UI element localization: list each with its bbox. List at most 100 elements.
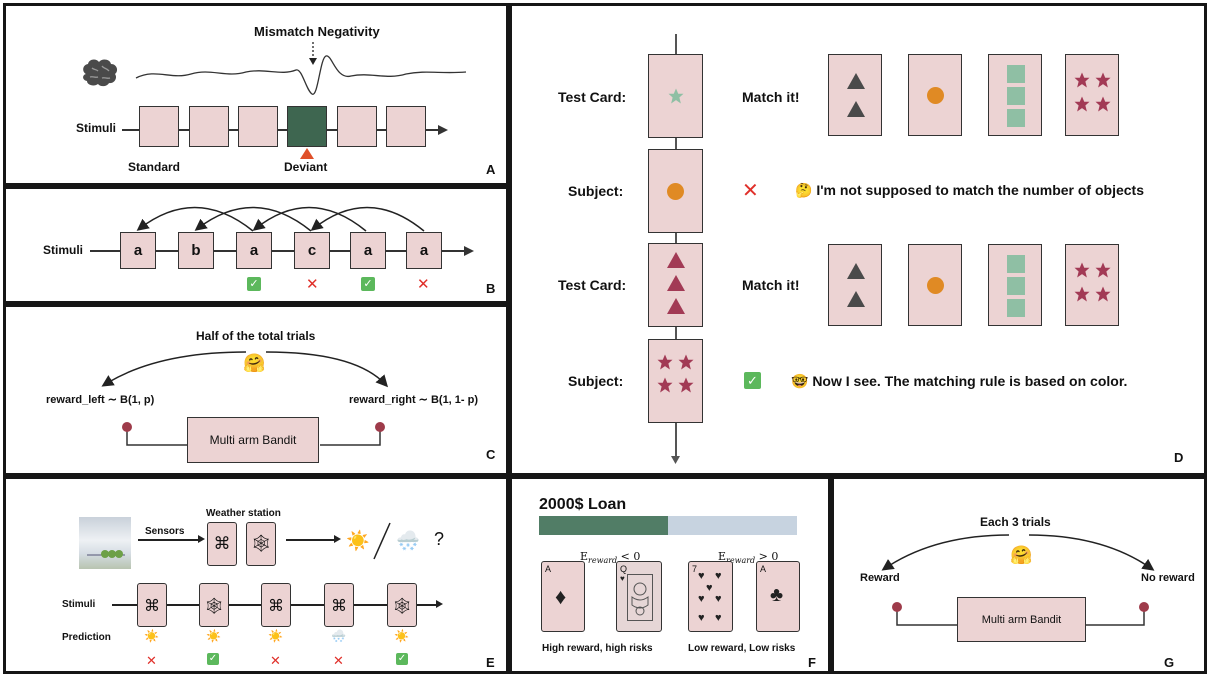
stimulus-symbol: ⌘ <box>331 595 347 615</box>
stimuli-line <box>90 250 468 252</box>
row-label: Subject: <box>568 373 624 389</box>
panel-a: Mismatch Negativity Stimuli Standard Dev… <box>3 3 509 186</box>
stimulus-symbol: 🕸 <box>391 595 413 615</box>
heart-suit-icon: ♥ <box>620 574 625 583</box>
stimuli-label: Stimuli <box>62 599 96 610</box>
stimulus-card: 🕸 <box>387 583 417 627</box>
stimulus-box <box>238 106 278 147</box>
circle-icon <box>926 86 944 104</box>
stimulus-box <box>337 106 377 147</box>
bandit-box: Multi arm Bandit <box>187 417 319 463</box>
letter-card: a <box>350 232 386 269</box>
loan-title: 2000$ Loan <box>539 496 627 513</box>
station-symbol: ⌘ <box>213 534 231 554</box>
expectation-relation: < 0 <box>620 550 641 563</box>
circle-icon <box>926 276 944 294</box>
cross-icon: ✕ <box>742 180 759 202</box>
heart-suit-icon: ♥ <box>698 570 705 582</box>
stimuli-arrowhead <box>464 246 474 256</box>
stimuli-line <box>122 129 442 131</box>
reference-card-squares <box>988 54 1042 136</box>
check-icon: ✓ <box>396 653 408 665</box>
station-label: Weather station <box>206 508 281 519</box>
square-icon <box>1007 109 1025 127</box>
expectation-subscript: reward <box>588 556 618 566</box>
triangle-icon <box>847 291 865 307</box>
reference-card-triangles <box>828 54 882 136</box>
panel-letter: D <box>1174 450 1184 465</box>
card-rank: Q <box>620 564 628 574</box>
triangle-icon <box>847 263 865 279</box>
heart-suit-icon: ♥ <box>715 570 722 582</box>
hug-emoji: 🤗 <box>1010 545 1033 565</box>
star-icon <box>1095 286 1111 302</box>
panel-b: Stimuli a b a c a a ✓ ✕ ✓ ✕ B <box>3 186 509 304</box>
letter-text: b <box>191 242 201 259</box>
weather-station-instrument-icon <box>87 550 125 558</box>
left-expectation: Ereward < 0 <box>580 550 640 565</box>
test-card <box>648 243 703 327</box>
mmn-dotted-arrow <box>309 42 317 65</box>
triangle-icon <box>847 73 865 89</box>
stimuli-arrowhead <box>438 125 448 135</box>
nback-arcs <box>136 206 425 232</box>
diamond-suit-icon: ♦ <box>555 584 567 609</box>
subject-comment: 🤔 I'm not supposed to match the number o… <box>795 182 1145 198</box>
card-rank: A <box>760 564 767 574</box>
stimulus-symbol: 🕸 <box>203 595 225 615</box>
heart-suit-icon: ♥ <box>698 612 705 624</box>
panel-letter: C <box>486 447 496 462</box>
heart-suit-icon: ♥ <box>715 612 722 624</box>
check-icon: ✓ <box>361 277 375 291</box>
panel-c: Half of the total trials 🤗 reward_left ∼… <box>3 304 509 476</box>
cross-icon: ✕ <box>270 653 281 668</box>
test-card <box>648 54 703 138</box>
cross-icon: ✕ <box>146 653 157 668</box>
station-arrowhead <box>334 535 341 543</box>
row-label: Test Card: <box>558 89 627 105</box>
reward-right-label: reward_right ∼ B(1, 1- p) <box>349 394 479 406</box>
loan-progress-fill <box>539 516 668 535</box>
triangle-icon <box>847 101 865 117</box>
prediction-label: Prediction <box>62 632 111 643</box>
playing-card-queen-hearts: Q ♥ <box>616 561 662 632</box>
stimulus-box <box>386 106 426 147</box>
reference-card-triangles <box>828 244 882 326</box>
panel-g-title: Each 3 trials <box>980 515 1051 529</box>
match-label: Match it! <box>742 277 800 293</box>
reference-card-circle <box>908 244 962 326</box>
letter-card: a <box>120 232 156 269</box>
heart-suit-icon: ♥ <box>715 593 722 605</box>
cross-icon: ✕ <box>306 276 319 293</box>
expectation-symbol: E <box>718 550 727 563</box>
sensors-arrow <box>138 539 200 541</box>
reward-left-label: reward_left ∼ B(1, p) <box>46 394 155 406</box>
panel-e: Sensors Weather station ⌘ 🕸 ☀️ 🌨️ ? Stim… <box>3 476 509 674</box>
triangle-icon <box>667 252 685 268</box>
row-label: Test Card: <box>558 277 627 293</box>
cross-icon: ✕ <box>333 653 344 668</box>
prediction-icon: ☀️ <box>394 629 409 643</box>
deviant-marker-icon <box>300 148 314 159</box>
no-reward-label: No reward <box>1141 572 1195 584</box>
stimulus-symbol: ⌘ <box>268 595 284 615</box>
expectation-subscript: reward <box>726 556 756 566</box>
panel-f: 2000$ Loan Ereward < 0 Ereward > 0 A ♦ Q… <box>509 476 831 674</box>
letter-text: c <box>307 242 317 259</box>
row-label: Subject: <box>568 183 624 199</box>
deviant-stimulus-box <box>287 106 327 147</box>
letter-text: a <box>133 242 143 259</box>
stimulus-symbol: ⌘ <box>144 595 160 615</box>
playing-card-ace-clubs: A ♣ <box>756 561 800 632</box>
stimulus-box <box>139 106 179 147</box>
weather-photo <box>79 517 131 569</box>
left-caption: High reward, high risks <box>542 643 653 654</box>
station-symbol: 🕸 <box>250 534 272 554</box>
heart-suit-icon: ♥ <box>706 582 713 594</box>
letter-card: a <box>406 232 442 269</box>
subject-comment: 🤓 Now I see. The matching rule is based … <box>791 373 1128 389</box>
star-icon <box>1095 262 1111 278</box>
star-icon <box>678 354 694 370</box>
star-icon <box>668 88 683 104</box>
bandit-label: Multi arm Bandit <box>981 613 1062 626</box>
